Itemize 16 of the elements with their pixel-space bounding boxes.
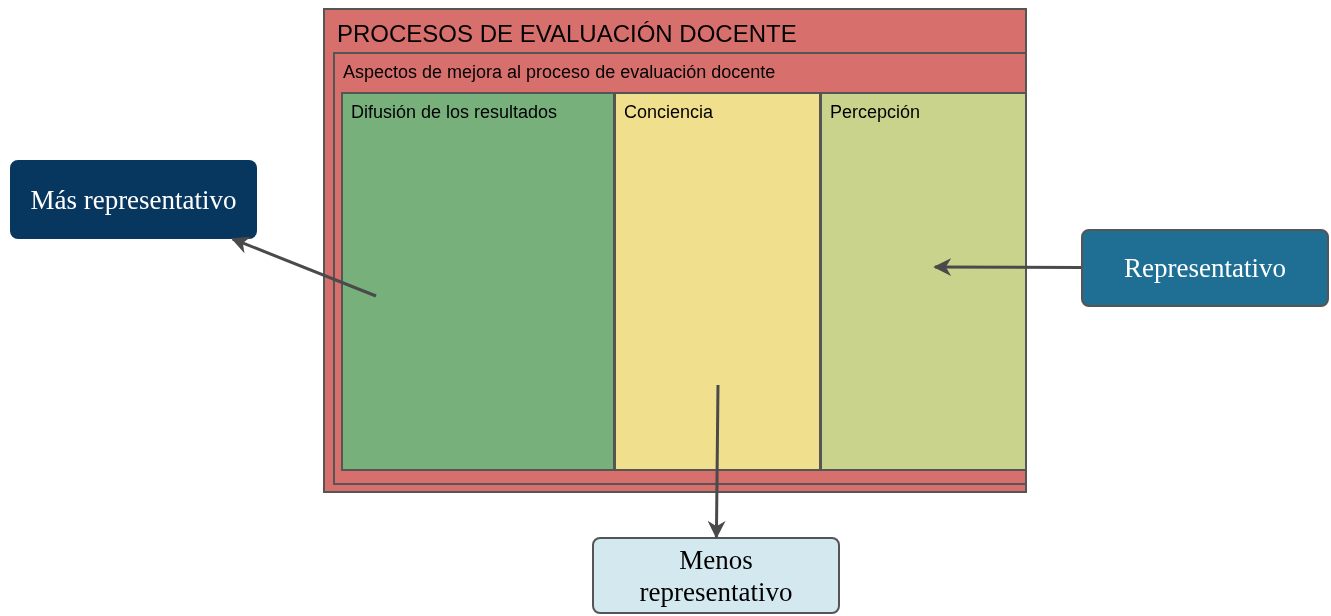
category-column: [341, 92, 615, 471]
heading-text: Difusión de los resultados: [351, 101, 559, 124]
rank-box: [1081, 229, 1329, 307]
arrow: [707, 385, 726, 539]
heading-text: PROCESOS DE EVALUACIÓN DOCENTE: [337, 19, 798, 49]
box-label: Menos representativo: [638, 543, 794, 608]
category-column: [820, 92, 1027, 471]
heading-text: Conciencia: [624, 101, 715, 124]
heading-text: Aspectos de mejora al proceso de evaluación docente: [343, 61, 777, 84]
arrow: [933, 258, 1081, 277]
box-label: Más representativo: [30, 183, 237, 216]
category-column: [614, 92, 821, 471]
heading-text: Percepción: [830, 101, 922, 124]
box-label: Representativo: [1124, 252, 1286, 284]
rank-box: [592, 537, 840, 614]
rank-box: [10, 160, 257, 239]
